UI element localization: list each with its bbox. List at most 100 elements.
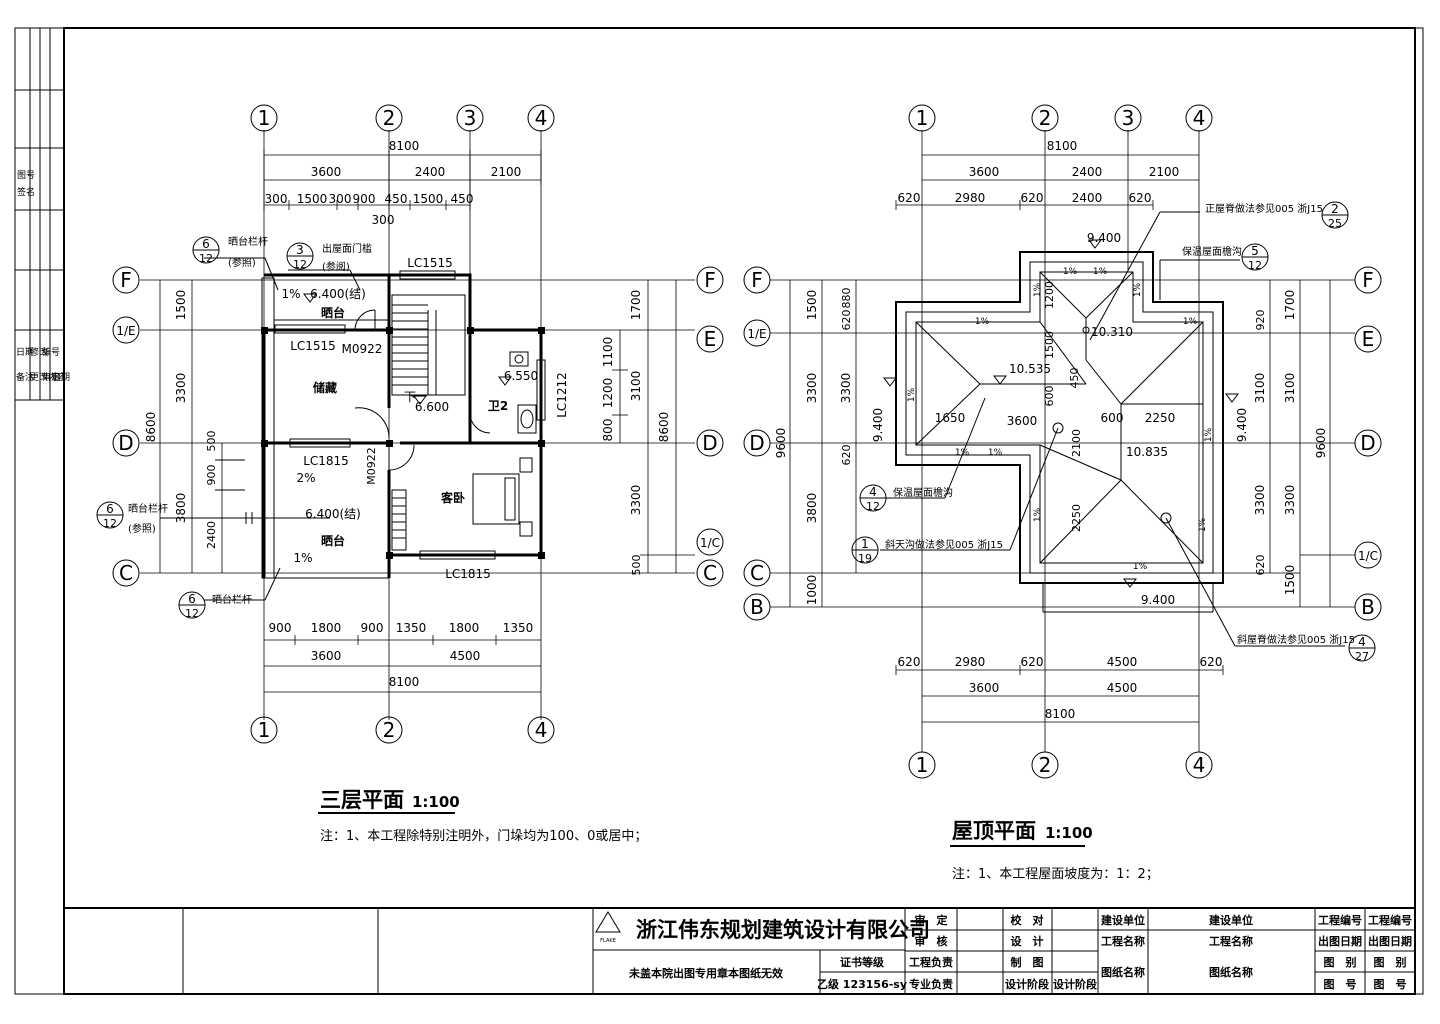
axis-label: 2 xyxy=(383,718,396,742)
dimension: 620 xyxy=(898,655,921,669)
dimension: 1700 xyxy=(629,290,643,321)
room-label: 晒台 xyxy=(321,533,345,548)
dimension: 1700 xyxy=(1283,290,1297,321)
svg-text:5: 5 xyxy=(1251,244,1259,258)
axis-bubbles-left: F 1/E D C B xyxy=(743,266,771,621)
tb-label: 工程编号 xyxy=(1368,913,1412,927)
room-label: 卫2 xyxy=(488,399,508,413)
elevation: 9.400 xyxy=(1141,593,1175,607)
dimension: 9600 xyxy=(774,428,788,459)
axis-label: 4 xyxy=(1193,106,1206,130)
axis-bubbles-bottom: 1 2 4 xyxy=(908,751,1213,779)
dimension: 620 xyxy=(1200,655,1223,669)
dimension: 1500 xyxy=(297,192,328,206)
dimension: 3600 xyxy=(969,165,1000,179)
axis-label: 1/C xyxy=(1358,549,1378,563)
dimension: 1200 xyxy=(601,378,615,409)
axis-label: E xyxy=(1362,327,1375,351)
svg-text:斜屋脊做法参见005 浙J15: 斜屋脊做法参见005 浙J15 xyxy=(1237,633,1355,646)
axis-label: D xyxy=(749,431,764,455)
dimension: 920 xyxy=(1254,310,1267,331)
tb-label: 设计阶段 xyxy=(1053,977,1097,991)
dimension: 1500 xyxy=(174,290,188,321)
dimension: 2100 xyxy=(491,165,522,179)
cert-label: 证书等级 xyxy=(840,955,885,969)
door-label: M0922 xyxy=(342,342,383,356)
dimension: 3600 xyxy=(311,165,342,179)
axis-label: B xyxy=(1361,595,1375,619)
svg-text:斜天沟做法参见005 浙J15: 斜天沟做法参见005 浙J15 xyxy=(885,538,1003,551)
detail-callout: 6 12 晒台栏杆 (参照) xyxy=(96,501,168,535)
elevation: 6.400(结) xyxy=(310,287,366,301)
dimension: 1650 xyxy=(935,411,966,425)
dimension: 1800 xyxy=(311,621,342,635)
slope-label: 1% xyxy=(1033,507,1043,522)
svg-text:6: 6 xyxy=(188,592,196,606)
dimension: 450 xyxy=(451,192,474,206)
dimension: 3300 xyxy=(1283,485,1297,516)
tb-label: 图 号 xyxy=(1374,978,1407,991)
dimension: 1500 xyxy=(1043,331,1056,359)
slope-label: 1% xyxy=(1033,282,1043,297)
slope-label: 1% xyxy=(1204,427,1214,442)
axis-label: 1 xyxy=(916,106,929,130)
dimension: 3800 xyxy=(805,493,819,524)
dimension: 2100 xyxy=(1070,429,1083,457)
axis-bubbles-top: 1 2 3 4 xyxy=(250,104,555,132)
door-label: M0922 xyxy=(365,447,378,485)
dimension: 3100 xyxy=(1283,373,1297,404)
svg-text:6: 6 xyxy=(202,237,210,251)
dimension: 3300 xyxy=(1253,485,1267,516)
tb-label: 图纸名称 xyxy=(1101,965,1145,979)
dimension: 500 xyxy=(205,431,218,452)
detail-callout: 5 12 保温屋面檐沟 xyxy=(1182,243,1269,272)
slope-label: 1% xyxy=(1133,282,1143,297)
slope-label: 2% xyxy=(296,471,315,485)
plan-scale: 1:100 xyxy=(412,793,460,811)
svg-text:正屋脊做法参见005 浙J15: 正屋脊做法参见005 浙J15 xyxy=(1205,202,1323,215)
tb-label: 图纸名称 xyxy=(1209,965,1253,979)
tb-label: 工程名称 xyxy=(1209,934,1253,948)
axis-bubbles-left: F 1/E D C xyxy=(112,266,140,587)
axis-label: 2 xyxy=(1039,106,1052,130)
plan-note: 注：1、本工程除特别注明外，门垛均为100、0或居中； xyxy=(320,829,647,844)
dimension: 1200 xyxy=(1043,281,1056,309)
svg-text:12: 12 xyxy=(185,607,199,620)
axis-label: 2 xyxy=(1039,753,1052,777)
dimension: 8100 xyxy=(1047,139,1078,153)
dimension: 3100 xyxy=(629,371,643,402)
staircase xyxy=(391,294,466,396)
axis-label: E xyxy=(704,327,717,351)
slope-label: 1% xyxy=(1063,267,1078,277)
margin-label: 审定 xyxy=(42,371,60,383)
svg-text:12: 12 xyxy=(866,500,880,513)
axis-label: 4 xyxy=(535,718,548,742)
svg-text:保温屋面檐沟: 保温屋面檐沟 xyxy=(1182,245,1242,258)
margin-label: 签名 xyxy=(17,186,35,198)
dimension: 8600 xyxy=(144,412,158,443)
plan-scale: 1:100 xyxy=(1045,824,1093,842)
margin-label: 备注 xyxy=(16,371,34,383)
dimension: 4500 xyxy=(1107,655,1138,669)
tb-label: 图 别 xyxy=(1374,955,1407,969)
dimension: 880 xyxy=(840,288,853,309)
axis-label: 1 xyxy=(916,753,929,777)
margin-label: 日期 xyxy=(52,372,70,383)
dimension: 620 xyxy=(1021,655,1044,669)
tb-label: 设 计 xyxy=(1011,934,1044,948)
dimension: 8100 xyxy=(1045,707,1076,721)
svg-text:晒台栏杆: 晒台栏杆 xyxy=(212,593,252,606)
svg-text:12: 12 xyxy=(199,252,213,265)
svg-text:晒台栏杆: 晒台栏杆 xyxy=(228,235,268,248)
margin-label: 日期 xyxy=(16,347,34,358)
window-label: LC1212 xyxy=(555,372,569,418)
elevation: 10.310 xyxy=(1091,325,1133,339)
dimension: 2250 xyxy=(1145,411,1176,425)
svg-text:(参照): (参照) xyxy=(128,522,156,535)
dimension: 600 xyxy=(1101,411,1124,425)
dimension: 1350 xyxy=(503,621,534,635)
elevation: 6.600 xyxy=(415,400,449,414)
dimension: 9600 xyxy=(1314,428,1328,459)
axis-label: C xyxy=(750,561,764,585)
